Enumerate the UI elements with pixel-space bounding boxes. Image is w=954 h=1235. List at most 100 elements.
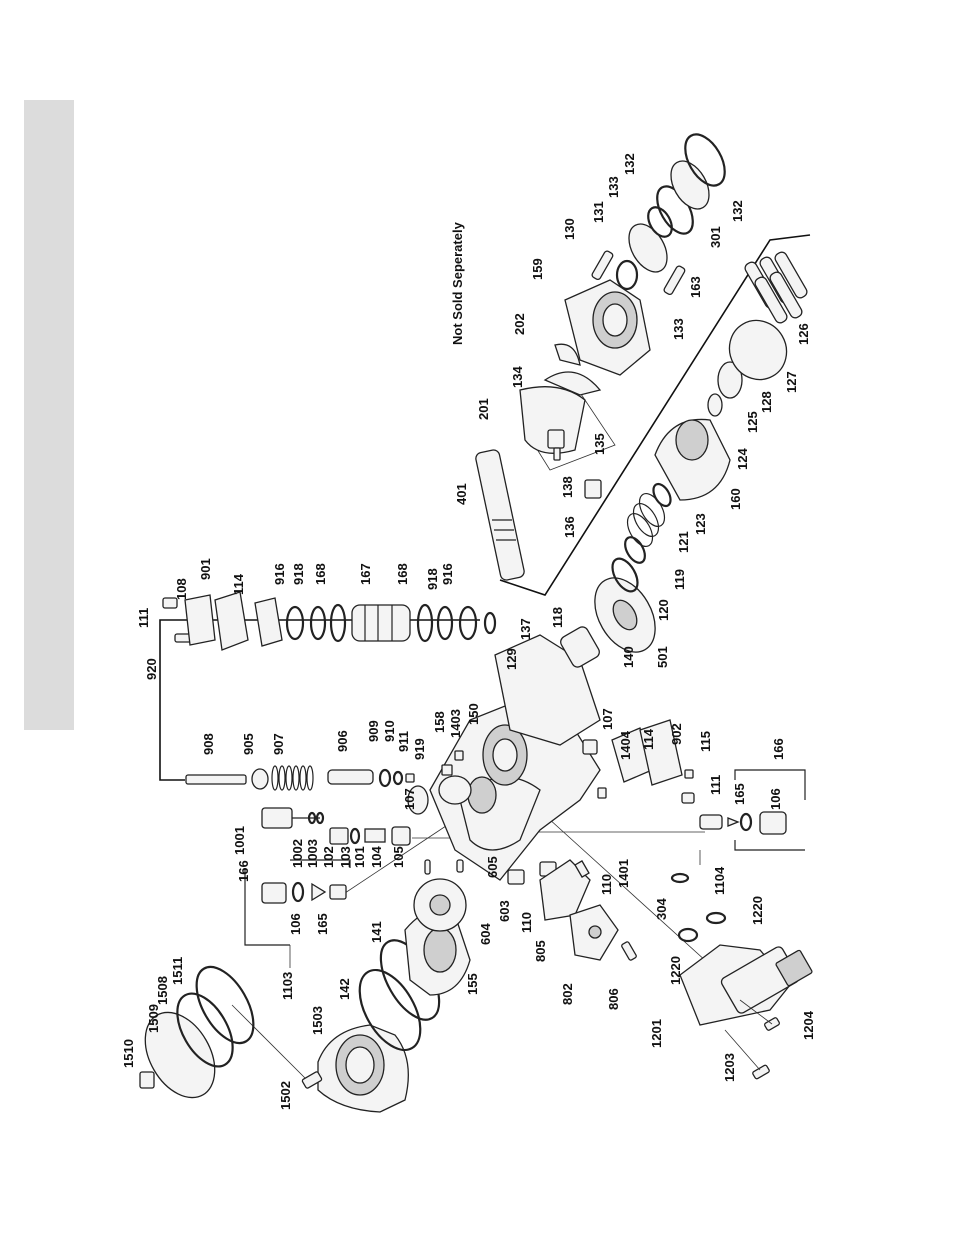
label-138: 138 xyxy=(560,476,575,498)
label-1511: 1511 xyxy=(170,957,185,985)
plug-158 xyxy=(441,764,453,776)
block-136 xyxy=(584,479,602,499)
label-916b: 916 xyxy=(440,563,455,585)
bearing-131 xyxy=(628,223,668,273)
label-101: 101 xyxy=(352,846,367,868)
label-133b: 133 xyxy=(671,318,686,340)
retainer-plate-127 xyxy=(728,319,788,381)
o-ring-1220a xyxy=(677,927,699,943)
label-115: 115 xyxy=(698,731,713,752)
pistons-126 xyxy=(744,251,808,324)
spring-907 xyxy=(271,765,314,791)
label-1502: 1502 xyxy=(278,1081,293,1110)
label-106a: 106 xyxy=(288,913,303,935)
key-604 xyxy=(424,859,431,875)
ring-133 xyxy=(615,259,639,291)
seal-301 xyxy=(670,160,710,210)
spring-104 xyxy=(364,828,386,843)
stud-163 xyxy=(663,265,686,296)
shaft-group xyxy=(475,133,726,581)
label-1104: 1104 xyxy=(712,866,727,895)
label-104: 104 xyxy=(369,846,384,868)
label-132b: 132 xyxy=(730,200,745,222)
compensator-group xyxy=(185,750,464,815)
plug-1404 xyxy=(597,787,607,799)
label-126: 126 xyxy=(796,323,811,345)
plug-1103 xyxy=(261,882,287,904)
label-150: 150 xyxy=(466,703,481,725)
label-111b: 111 xyxy=(708,775,723,795)
label-906: 906 xyxy=(335,730,350,752)
screw-1204 xyxy=(764,1017,780,1031)
label-1003: 1003 xyxy=(305,839,320,868)
label-111a: 111 xyxy=(136,608,151,628)
main-housing-group xyxy=(429,699,637,961)
o-ring-304 xyxy=(670,872,690,884)
label-918b: 918 xyxy=(425,568,440,590)
label-1001: 1001 xyxy=(232,826,247,855)
label-158: 158 xyxy=(432,711,447,733)
label-401: 401 xyxy=(454,483,469,505)
label-301: 301 xyxy=(708,226,723,248)
ring-168 xyxy=(329,603,347,643)
o-ring-106b xyxy=(739,812,753,832)
seal-916 xyxy=(285,605,305,641)
label-140: 140 xyxy=(621,646,636,668)
spool-105 xyxy=(391,826,411,846)
label-916a: 916 xyxy=(272,563,287,585)
label-1204: 1204 xyxy=(801,1010,816,1040)
label-103: 103 xyxy=(338,846,353,868)
label-123: 123 xyxy=(693,513,708,535)
label-168a: 168 xyxy=(313,563,328,585)
label-129: 129 xyxy=(504,648,519,670)
label-1203: 1203 xyxy=(722,1053,737,1082)
label-1503: 1503 xyxy=(310,1006,325,1035)
label-159: 159 xyxy=(530,258,545,280)
label-165b: 165 xyxy=(732,783,747,805)
plug-110 xyxy=(507,869,525,885)
label-163: 163 xyxy=(688,276,703,298)
bearing-118 xyxy=(560,626,600,668)
stud-130 xyxy=(591,250,614,281)
piston-167 xyxy=(351,604,411,642)
plug-1403 xyxy=(454,750,464,761)
label-201: 201 xyxy=(476,398,491,420)
label-134: 134 xyxy=(510,366,525,388)
cap-107 xyxy=(407,785,429,815)
ball-guide-125 xyxy=(707,393,723,417)
rod-906 xyxy=(327,769,374,785)
label-118: 118 xyxy=(550,607,565,628)
assembly-lines xyxy=(159,234,811,1086)
label-1404: 1404 xyxy=(618,730,633,760)
label-105: 105 xyxy=(391,846,406,868)
ring-142 xyxy=(358,968,422,1052)
label-905: 905 xyxy=(241,733,256,755)
rotating-group xyxy=(494,251,808,746)
label-119: 119 xyxy=(672,569,687,590)
label-1201: 1201 xyxy=(649,1019,664,1048)
gasket-901 xyxy=(214,591,249,651)
label-131: 131 xyxy=(591,201,606,223)
seal-165 xyxy=(311,882,327,902)
label-604: 604 xyxy=(478,923,493,945)
plug-1104 xyxy=(699,814,723,830)
label-1403: 1403 xyxy=(448,709,463,738)
spring-121 xyxy=(626,493,666,547)
label-919: 919 xyxy=(412,738,427,760)
label-note: Not Sold Seperately xyxy=(450,221,465,345)
part-labels: Not Sold Seperately 1510 1509 1508 1511 … xyxy=(121,153,816,1110)
label-120: 120 xyxy=(656,599,671,621)
label-114b: 114 xyxy=(641,728,656,750)
label-167: 167 xyxy=(358,563,373,585)
charge-pump-group xyxy=(261,807,467,932)
label-142: 142 xyxy=(337,978,352,1000)
control-group xyxy=(582,719,813,1080)
label-910: 910 xyxy=(382,720,397,742)
label-132a: 132 xyxy=(622,153,637,175)
swashplate-201 xyxy=(519,386,586,454)
block-135 xyxy=(547,429,565,449)
label-907: 907 xyxy=(271,733,286,755)
label-911: 911 xyxy=(396,731,411,752)
label-1510: 1510 xyxy=(121,1039,136,1068)
label-133a: 133 xyxy=(606,176,621,198)
